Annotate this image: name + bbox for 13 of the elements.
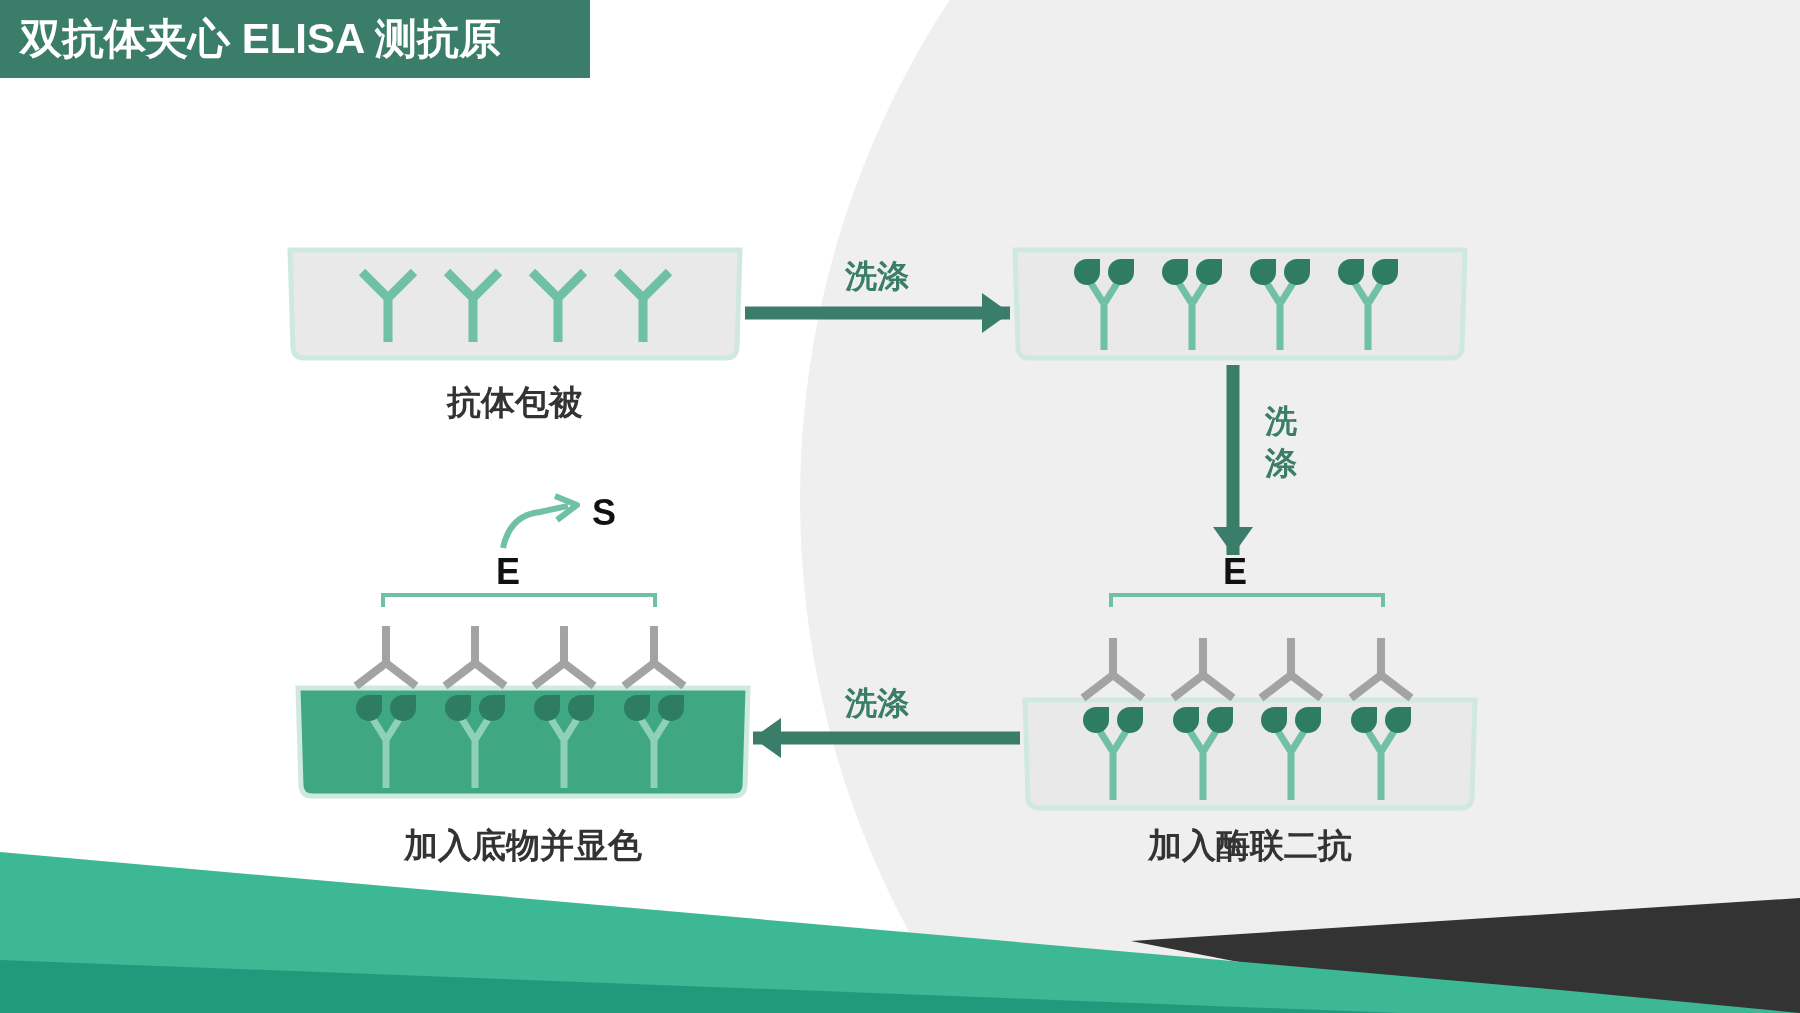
edge-label: 洗涤 <box>845 684 910 723</box>
edge-label: 洗涤 <box>845 257 910 296</box>
edge-label: 洗涤 <box>1265 402 1298 483</box>
step-caption: 抗体包被 <box>445 382 584 423</box>
enzyme-label: E <box>496 551 520 593</box>
enzyme-label: E <box>1223 551 1247 593</box>
step-caption: 加入酶联二抗 <box>1146 825 1353 866</box>
step-caption: 加入底物并显色 <box>402 825 643 866</box>
arrow <box>753 718 1020 758</box>
arrow <box>745 293 1010 333</box>
arrow <box>1213 365 1253 555</box>
title-banner: 双抗体夹心 ELISA 测抗原 <box>0 0 590 78</box>
signal-label: S <box>592 492 616 534</box>
